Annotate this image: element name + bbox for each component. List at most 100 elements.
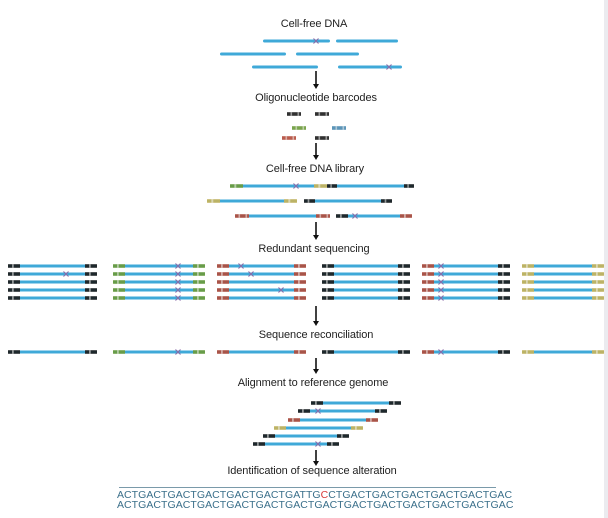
barcode-left (322, 280, 334, 284)
barcode-gap (355, 426, 357, 430)
barcode-gap (331, 442, 333, 446)
arrow-down-icon (313, 321, 319, 326)
barcode-gap (288, 199, 291, 203)
barcode-gap (221, 350, 223, 354)
sequencing-read (8, 296, 97, 300)
sequencing-read (522, 264, 604, 268)
barcode-gap (197, 280, 199, 284)
barcode-right (193, 350, 205, 354)
barcode-right (294, 288, 306, 292)
barcode-right (592, 280, 604, 284)
barcode-right (316, 214, 330, 218)
barcode-gap (318, 136, 321, 140)
barcode-left (322, 272, 334, 276)
barcode-left (207, 199, 220, 203)
mutation-mark-icon (438, 295, 444, 301)
sequence-alteration: C (320, 489, 329, 501)
sequencing-read (422, 296, 510, 300)
barcode-left (8, 264, 20, 268)
mutation-mark-icon (248, 271, 254, 277)
mutation-mark-icon (175, 295, 181, 301)
library-read (235, 214, 330, 218)
barcode-left (522, 272, 534, 276)
barcode-gap (298, 288, 300, 292)
barcode-gap (326, 296, 328, 300)
mutation-mark-icon (313, 38, 319, 44)
barcode-left (288, 418, 300, 422)
step-label-identification: Identification of sequence alteration (227, 465, 397, 477)
barcode-right (85, 350, 97, 354)
barcode-gap (319, 214, 322, 218)
barcode-left (113, 280, 125, 284)
sequencing-read (322, 272, 410, 276)
barcode-right (294, 350, 306, 354)
barcode-gap (117, 264, 119, 268)
barcode-gap (117, 280, 119, 284)
barcode-gap (502, 264, 504, 268)
barcode-left (113, 296, 125, 300)
barcode-gap (238, 214, 241, 218)
barcode-gap (12, 280, 14, 284)
barcode-right (193, 264, 205, 268)
barcode-gap (197, 296, 199, 300)
sequencing-read (8, 264, 97, 268)
barcode-right (327, 442, 339, 446)
barcode-right (294, 296, 306, 300)
aligned-read (298, 409, 387, 413)
barcode-left (322, 288, 334, 292)
sequencing-read (422, 272, 510, 276)
barcode-right (193, 280, 205, 284)
barcode-gap (221, 296, 223, 300)
barcode-left (274, 426, 286, 430)
consensus-read (422, 350, 510, 354)
barcode-right (284, 199, 297, 203)
barcode-right (592, 264, 604, 268)
consensus-read (522, 350, 604, 354)
library-read (230, 184, 327, 188)
barcode-left (327, 184, 337, 188)
consensus-read (113, 350, 205, 354)
barcode-gap (502, 350, 504, 354)
barcode-gap (221, 264, 223, 268)
barcode (287, 112, 301, 116)
barcode-gap (341, 434, 343, 438)
arrow-down-icon (313, 155, 319, 160)
barcode-gap (526, 280, 528, 284)
mutation-mark-icon (352, 213, 358, 219)
barcode-gap (290, 112, 293, 116)
barcode-right (592, 296, 604, 300)
barcode-gap (12, 296, 14, 300)
barcode-gap (295, 126, 298, 130)
barcode-gap (330, 184, 332, 188)
sequencing-read (8, 288, 97, 292)
barcode-right (498, 350, 510, 354)
right-edge-strip (604, 0, 608, 518)
sample-sequence-suffix: CTGACTGACTGACTGACTGACTGAC (328, 489, 513, 501)
aligned-read (274, 426, 363, 430)
barcode-right (85, 296, 97, 300)
barcode-gap (12, 272, 14, 276)
barcode-left (253, 442, 265, 446)
library-read (304, 199, 392, 203)
dna-strand (252, 65, 318, 69)
barcode-gap (197, 288, 199, 292)
barcode-gap (404, 214, 406, 218)
barcode-left (322, 296, 334, 300)
barcode-left (230, 184, 243, 188)
barcode-left (235, 214, 249, 218)
dna-strand (296, 52, 359, 56)
sequencing-read (217, 272, 306, 276)
aligned-read (263, 434, 349, 438)
barcode-left (422, 288, 434, 292)
barcode-right (398, 272, 410, 276)
barcode-right (398, 296, 410, 300)
barcode-left (298, 409, 310, 413)
barcode-gap (526, 272, 528, 276)
barcode-gap (221, 272, 223, 276)
barcode-gap (596, 264, 598, 268)
barcode-gap (197, 272, 199, 276)
barcode (332, 126, 346, 130)
mutation-mark-icon (438, 279, 444, 285)
barcode-gap (221, 280, 223, 284)
arrow-down-icon (313, 84, 319, 89)
